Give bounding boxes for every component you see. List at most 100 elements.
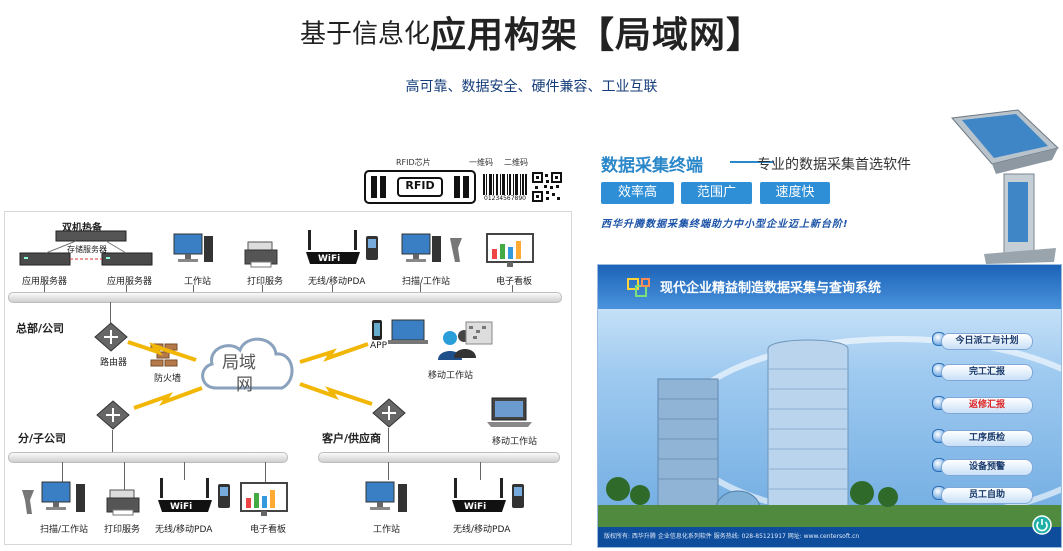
branch-section-label: 分/子公司	[18, 432, 67, 445]
drop-line	[44, 285, 45, 293]
tag-range: 范围广	[681, 182, 752, 204]
title-prefix: 基于信息化	[299, 19, 430, 50]
customer-device-label-0: 工作站	[373, 525, 401, 535]
rfid-label: RFID芯片	[396, 158, 431, 167]
customer-workstation-icon	[365, 481, 407, 512]
branch-device-label-3: 电子看板	[250, 525, 287, 535]
hq-device-label-2: 工作站	[184, 277, 212, 287]
wifi-router-icon	[306, 230, 378, 264]
screen-title: 现代企业精益制造数据采集与查询系统	[660, 281, 882, 296]
page-title: 基于信息化应用构架【局域网】	[0, 6, 1063, 58]
qrcode-icon	[532, 172, 562, 202]
menu-today-dispatch[interactable]: 今日派工与计划	[941, 333, 1033, 350]
drop-line	[193, 285, 194, 293]
branch-device-label-1: 打印服务	[104, 525, 141, 535]
lightning-icon	[127, 340, 197, 362]
hq-device-label-4: 无线/移动PDA	[308, 277, 366, 287]
drop-line	[332, 285, 333, 293]
menu-rework-report[interactable]: 返修汇报	[941, 397, 1033, 414]
router-uplink	[110, 302, 111, 324]
drop-line	[420, 285, 421, 293]
data-terminal-desc: 专业的数据采集首选软件	[757, 157, 911, 173]
hq-network-bus	[8, 292, 562, 303]
kiosk-terminal-icon	[951, 109, 1060, 264]
drop-line	[62, 462, 63, 482]
customer-wifi-router-icon	[452, 478, 524, 512]
lightning-icon	[299, 342, 369, 364]
data-terminal-title: 数据采集终端	[601, 156, 703, 176]
branch-network-bus	[8, 452, 288, 463]
branch-wifi-text: WiFi	[170, 502, 193, 512]
hq-device-label-6: 电子看板	[496, 277, 533, 287]
hq-section-label: 总部/公司	[16, 322, 65, 335]
screen-footer: 版权所有: 西华升腾 企业信息化系列软件 服务热线: 028-85121917 …	[598, 527, 1061, 547]
drop-line	[265, 462, 266, 482]
customer-device-label-1: 无线/移动PDA	[453, 525, 511, 535]
rfid-chip-icon	[364, 170, 476, 204]
menu-process-qc[interactable]: 工序质检	[941, 430, 1033, 447]
tag-speed: 速度快	[760, 182, 830, 204]
scan-workstation-icon	[401, 233, 462, 262]
lightning-icon	[133, 386, 203, 410]
branch-electronic-board-icon	[240, 482, 288, 516]
branch-wifi-router-icon	[158, 478, 230, 512]
customer-router-uplink	[388, 428, 389, 452]
electronic-board-icon	[486, 233, 534, 267]
customer-router-icon	[372, 398, 406, 428]
branch-device-label-2: 无线/移动PDA	[155, 525, 213, 535]
hq-device-label-3: 打印服务	[247, 277, 284, 287]
menu-equipment-alert[interactable]: 设备预警	[941, 459, 1033, 476]
router-icon	[94, 322, 128, 352]
firewall-label: 防火墙	[154, 374, 182, 384]
customer-section-label: 客户/供应商	[322, 432, 382, 445]
menu-completion-report[interactable]: 完工汇报	[941, 364, 1033, 381]
hq-device-label-5: 扫描/工作站	[402, 277, 451, 287]
barcode-label: 一维码	[469, 158, 493, 167]
branch-router-uplink	[112, 430, 113, 452]
router-label: 路由器	[100, 358, 128, 368]
drop-line	[480, 462, 481, 480]
system-logo-icon	[627, 278, 650, 297]
mobile-devices-icon	[372, 319, 493, 360]
power-icon[interactable]	[1032, 515, 1052, 535]
drop-line	[262, 285, 263, 293]
hq-device-label-0: 应用服务器	[22, 277, 68, 287]
branch-printer-icon	[106, 489, 140, 516]
drop-line	[124, 462, 125, 490]
drop-line	[512, 285, 513, 293]
hq-device-label-1: 应用服务器	[107, 277, 153, 287]
cloud-text-line1: 局域	[222, 353, 256, 373]
branch-router-icon	[96, 400, 130, 430]
page-subtitle: 高可靠、数据安全、硬件兼容、工业互联	[405, 79, 658, 95]
menu-employee-self-service[interactable]: 员工自助	[941, 487, 1033, 504]
laptop-icon	[487, 397, 532, 427]
cloud-text-line2: 网	[236, 375, 253, 395]
customer-mobile-ws-label: 移动工作站	[492, 437, 538, 447]
workstation-icon	[173, 233, 213, 262]
drop-line	[388, 462, 389, 480]
app-label: APP	[370, 341, 388, 351]
customer-wifi-text: WiFi	[464, 502, 487, 512]
qrcode-label: 二维码	[504, 158, 528, 167]
screen-header	[598, 265, 1061, 309]
lan-cloud-icon	[201, 337, 294, 390]
tag-efficiency: 效率高	[601, 182, 674, 204]
title-dash	[730, 161, 774, 163]
printer-icon	[244, 241, 278, 268]
branch-device-label-0: 扫描/工作站	[40, 525, 89, 535]
drop-line	[184, 462, 185, 480]
branch-scan-workstation-icon	[22, 481, 85, 514]
barcode-number: 01234567890	[481, 195, 529, 202]
system-screenshot: 现代企业精益制造数据采集与查询系统 今日派工与计划 完工汇报 返修汇报 工序质检…	[597, 264, 1062, 548]
hq-wifi-text: WiFi	[318, 254, 341, 264]
hot-standby-label: 双机热备	[62, 223, 102, 234]
title-bold: 应用构架【局域网】	[430, 15, 764, 56]
lightning-icon	[299, 382, 373, 406]
storage-server-label: 存储服务器	[67, 245, 107, 254]
mobile-workstation-label: 移动工作站	[428, 371, 474, 381]
drop-line	[126, 285, 127, 293]
data-terminal-slogan: 西华升腾数据采集终端助力中小型企业迈上新台阶!	[601, 219, 849, 230]
server-rack-icon	[19, 230, 153, 266]
customer-network-bus	[318, 452, 560, 463]
barcode-icon	[483, 174, 527, 196]
